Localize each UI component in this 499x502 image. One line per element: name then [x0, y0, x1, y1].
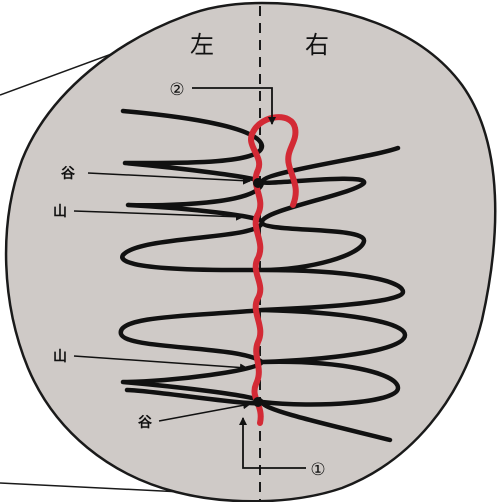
- knot-top: [253, 178, 263, 188]
- magnified-area: [4, 1, 497, 502]
- mountain-bottom-leader: [73, 355, 248, 372]
- knot-bottom: [253, 397, 263, 407]
- valley-top-leader: [87, 172, 251, 185]
- marker-1-leader: [239, 417, 306, 469]
- right-side-label: 右: [305, 31, 329, 59]
- marker-1-label: ①: [310, 460, 325, 480]
- valley-bottom-leader: [158, 401, 251, 422]
- mountain-bottom-label: 山: [53, 349, 67, 365]
- marker-2-label: ②: [169, 80, 184, 100]
- valley-bottom-label: 谷: [138, 415, 153, 431]
- black-thread: [118, 108, 408, 443]
- marker-2-leader: [192, 87, 276, 125]
- mountain-top-leader: [73, 210, 244, 221]
- valley-top-label: 谷: [61, 166, 76, 182]
- mountain-top-label: 山: [53, 204, 67, 220]
- red-thread: [248, 114, 299, 426]
- left-side-label: 左: [190, 31, 214, 59]
